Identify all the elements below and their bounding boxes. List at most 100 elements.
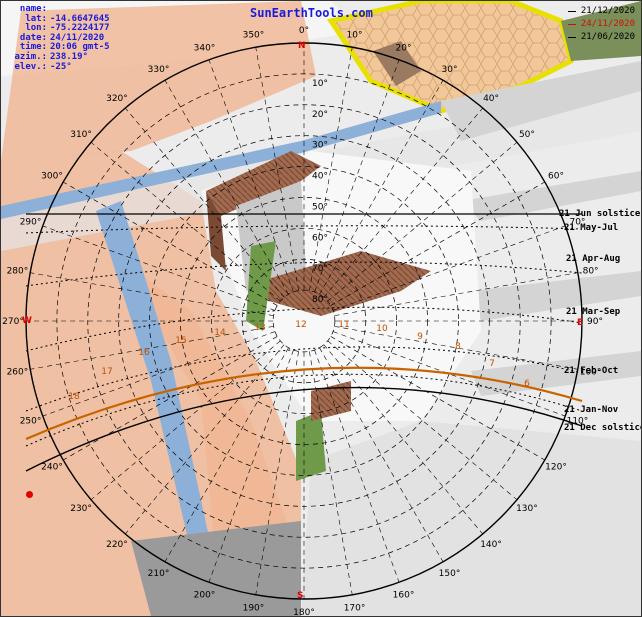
path-label-mar-sep: 21 Mar-Sep	[566, 307, 621, 317]
sun-path-today	[25, 366, 583, 441]
info-value: -25°	[50, 61, 72, 72]
azimuth-label: 190°	[243, 604, 265, 614]
info-key: elev.:	[14, 61, 47, 72]
info-value: 24/11/2020	[50, 32, 105, 43]
legend-item[interactable]: 21/06/2020	[567, 31, 635, 44]
azimuth-label: 320°	[106, 94, 128, 104]
hour-label: 12	[295, 320, 306, 330]
azimuth-label: 140°	[480, 540, 502, 550]
azimuth-label: 80°	[583, 266, 599, 276]
azimuth-label: 90°	[587, 317, 603, 327]
hour-label: 10	[376, 324, 388, 334]
hour-label: 7	[489, 359, 495, 369]
azimuth-label: 70°	[569, 217, 585, 227]
path-label-may-jul: 21 May-Jul	[564, 223, 619, 233]
legend-item[interactable]: 21/12/2020	[567, 5, 635, 18]
azimuth-label: 100°	[580, 368, 602, 378]
azimuth-label: 290°	[20, 217, 42, 227]
azimuth-label: 340°	[194, 44, 216, 54]
azimuth-label: 270°	[2, 317, 24, 327]
info-key: lat:	[25, 13, 47, 24]
elevation-labels: 10°20°30°40°50°60°70°80°	[312, 79, 328, 305]
azimuth-label: 0°	[299, 26, 309, 36]
hour-label: 13	[254, 323, 265, 333]
info-lon-row: lon:-75.2224177	[7, 23, 110, 34]
azimuth-label: 40°	[483, 94, 499, 104]
info-value: 20:06 gmt-5	[50, 42, 110, 53]
info-lat-row: lat:-14.6647645	[7, 13, 110, 25]
info-value: -14.6647645	[50, 13, 110, 24]
site-logo-text[interactable]: SunEarthTools.com	[250, 6, 373, 20]
path-label-apr-aug: 21 Apr-Aug	[566, 254, 621, 264]
azimuth-label: 200°	[194, 590, 216, 600]
info-value: 238.19°	[50, 51, 88, 62]
hour-label: 15	[175, 336, 186, 346]
legend-label: 21/06/2020	[580, 32, 635, 42]
hour-label: 6	[524, 379, 530, 389]
info-key: lon:	[25, 23, 47, 34]
south-marker: S	[297, 591, 304, 601]
elevation-label: 70°	[312, 264, 328, 274]
info-time-row: time:20:06 gmt-5	[7, 43, 110, 53]
elevation-ring	[210, 227, 398, 415]
info-value: -75.2224177	[50, 23, 110, 34]
date-legend: 21/12/2020 24/11/2020 21/06/2020	[567, 5, 635, 44]
hour-label: 9	[417, 332, 423, 342]
info-azim-row: azim.:238.19°	[7, 51, 110, 63]
azimuth-label: 170°	[344, 604, 366, 614]
azimuth-label: 330°	[148, 65, 170, 75]
azimuth-label: 130°	[516, 504, 538, 514]
hour-label: 8	[455, 342, 461, 352]
azimuth-label: 110°	[567, 417, 589, 427]
sun-position-dot	[26, 491, 33, 498]
north-marker: N	[298, 41, 306, 51]
sun-path-apr-aug	[25, 261, 583, 287]
elevation-ring	[87, 104, 521, 538]
elevation-label: 10°	[312, 79, 328, 89]
azimuth-label: 280°	[7, 266, 29, 276]
west-marker: W	[22, 316, 32, 326]
location-info: name: lat:-14.6647645 lon:-75.2224177 da…	[7, 4, 110, 72]
hour-label: 18	[68, 392, 80, 402]
azimuth-label: 160°	[393, 590, 415, 600]
sun-path-mar-sep	[25, 306, 583, 352]
azimuth-label: 260°	[7, 368, 29, 378]
elevation-ring	[149, 166, 459, 476]
azimuth-label: 50°	[519, 130, 535, 140]
azimuth-label: 300°	[41, 172, 63, 182]
sun-paths	[25, 213, 583, 472]
info-key: name:	[19, 4, 47, 14]
info-key: azim.:	[14, 51, 47, 62]
azimuth-label: 230°	[70, 504, 92, 514]
azimuth-labels: 0° 10° 20° 30° 40° 50° 60° 70° 80° 90° 100° 110° 120…	[2, 26, 603, 616]
azimuth-label: 20°	[396, 44, 412, 54]
hour-label: 17	[101, 367, 112, 377]
info-name-row: name:	[7, 4, 110, 15]
elevation-label: 50°	[312, 202, 328, 212]
legend-label: 21/12/2020	[580, 6, 635, 16]
legend-label: 24/11/2020	[580, 19, 635, 29]
polar-grid	[25, 42, 583, 600]
legend-item[interactable]: 24/11/2020	[567, 18, 635, 31]
elevation-label: 60°	[312, 233, 328, 243]
hour-label: 11	[338, 320, 349, 330]
azimuth-label: 10°	[347, 30, 363, 40]
info-date-row: date:24/11/2020	[7, 32, 110, 44]
elevation-label: 80°	[312, 295, 328, 305]
azimuth-label: 310°	[70, 130, 92, 140]
azimuth-label: 180°	[293, 608, 315, 616]
path-label-feb-oct: 21 Feb-Oct	[564, 366, 619, 376]
azimuth-label: 150°	[439, 569, 461, 579]
azimuth-label: 220°	[106, 540, 128, 550]
path-label-jan-nov: 21 Jan-Nov	[564, 405, 619, 415]
azimuth-label: 250°	[20, 417, 42, 427]
path-label-dec: 21 Dec solstice	[564, 423, 642, 433]
east-marker: E	[577, 318, 584, 328]
elevation-label: 20°	[312, 110, 328, 120]
azimuth-label: 120°	[545, 463, 567, 473]
elevation-label: 30°	[312, 141, 328, 151]
